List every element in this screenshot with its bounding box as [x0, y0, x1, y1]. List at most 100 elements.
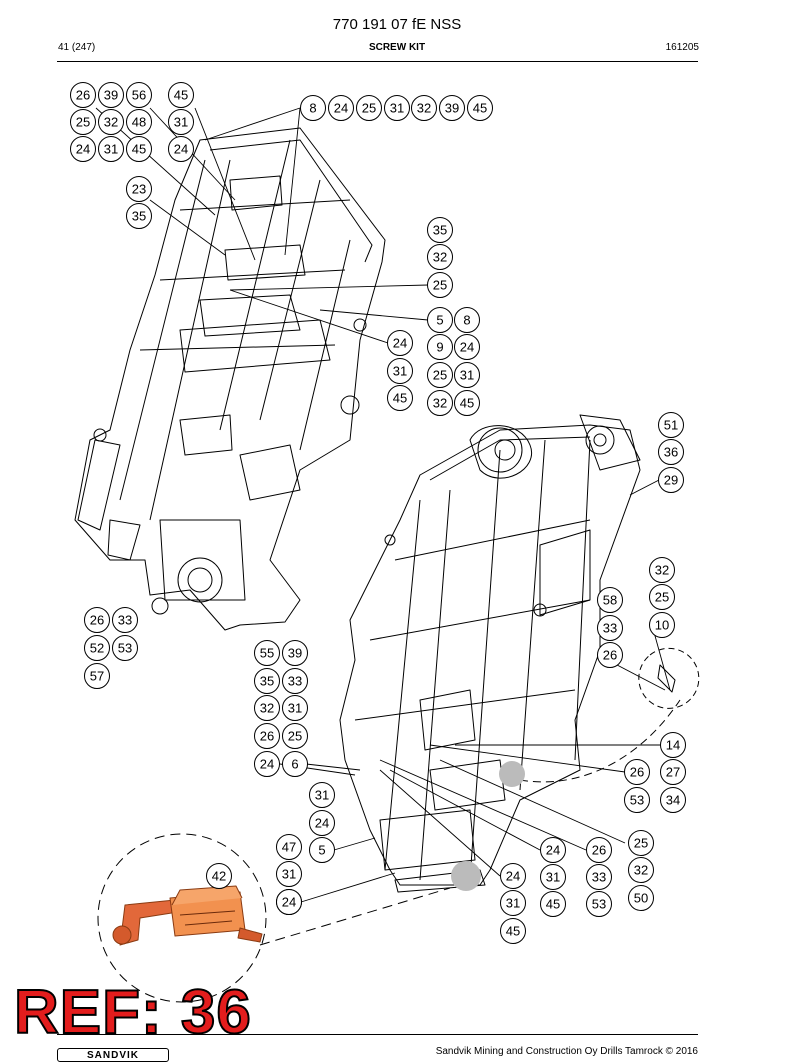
callout-circle [300, 95, 326, 121]
callout-bubble: 53 [112, 635, 138, 661]
callout-bubble: 45 [454, 390, 480, 416]
callout-bubble: 25 [649, 584, 675, 610]
callout-bubble: 31 [387, 358, 413, 384]
callout-bubble: 23 [126, 176, 152, 202]
callout-bubble: 26 [624, 759, 650, 785]
callout-bubble: 31 [276, 861, 302, 887]
callout-label: 31 [104, 142, 118, 157]
callout-label: 9 [436, 340, 443, 355]
callout-bubble: 25 [356, 95, 382, 121]
callout-bubble: 24 [70, 136, 96, 162]
callout-label: 45 [473, 101, 487, 116]
callout-circle [586, 891, 612, 917]
callout-label: 26 [630, 765, 644, 780]
callout-bubble: 57 [84, 663, 110, 689]
callout-label: 31 [460, 368, 474, 383]
callout-label: 47 [282, 840, 296, 855]
callout-label: 35 [260, 674, 274, 689]
callout-circle [586, 837, 612, 863]
callout-circle [454, 362, 480, 388]
callout-label: 32 [634, 863, 648, 878]
callout-bubble: 26 [586, 837, 612, 863]
callout-label: 39 [445, 101, 459, 116]
callout-bubble: 48 [126, 109, 152, 135]
callout-circle [98, 82, 124, 108]
callout-label: 26 [90, 613, 104, 628]
callout-bubble: 53 [624, 787, 650, 813]
callout-bubble: 24 [168, 136, 194, 162]
ref-stamp: REF: 36 [13, 978, 252, 1047]
callout-label: 24 [460, 340, 474, 355]
callout-circle [84, 607, 110, 633]
callout-circle [387, 330, 413, 356]
leader-line [439, 759, 626, 844]
callout-label: 24 [282, 895, 296, 910]
callout-bubble: 24 [276, 889, 302, 915]
callout-bubble: 33 [112, 607, 138, 633]
callout-circle [126, 203, 152, 229]
callout-label: 33 [288, 674, 302, 689]
leader-line [204, 107, 301, 141]
callout-bubble: 56 [126, 82, 152, 108]
callout-bubble: 26 [254, 723, 280, 749]
leader-line [300, 872, 396, 903]
callout-bubble: 51 [658, 412, 684, 438]
callout-circle [206, 863, 232, 889]
callout-label: 25 [288, 729, 302, 744]
callout-circle [168, 109, 194, 135]
callout-bubble: 31 [282, 695, 308, 721]
callout-circle [649, 557, 675, 583]
callout-circle [628, 885, 654, 911]
leader-line [389, 769, 541, 851]
callout-label: 34 [666, 793, 680, 808]
callout-circle [356, 95, 382, 121]
callout-label: 24 [76, 142, 90, 157]
callout-label: 26 [260, 729, 274, 744]
callout-bubble: 26 [84, 607, 110, 633]
callout-bubble: 47 [276, 834, 302, 860]
callout-label: 26 [592, 843, 606, 858]
callout-label: 45 [460, 396, 474, 411]
leader-lines [95, 107, 671, 903]
callout-circle [84, 635, 110, 661]
callout-bubble: 25 [427, 362, 453, 388]
callout-bubble: 45 [126, 136, 152, 162]
callout-label: 32 [655, 563, 669, 578]
callout-circle [70, 82, 96, 108]
callout-circle [282, 640, 308, 666]
callout-circle [309, 810, 335, 836]
callout-bubble: 24 [500, 863, 526, 889]
callout-bubble: 45 [387, 385, 413, 411]
callout-label: 27 [666, 765, 680, 780]
callout-label: 39 [104, 88, 118, 103]
callout-label: 25 [362, 101, 376, 116]
callout-bubble: 8 [454, 307, 480, 333]
callout-label: 45 [393, 391, 407, 406]
header-divider [57, 61, 698, 62]
callout-circle [586, 864, 612, 890]
callout-bubble: 8 [300, 95, 326, 121]
callout-label: 45 [546, 897, 560, 912]
callout-circle [282, 751, 308, 777]
callout-circle [500, 863, 526, 889]
callout-circle [628, 857, 654, 883]
callout-label: 25 [634, 836, 648, 851]
callout-label: 24 [174, 142, 188, 157]
callout-circle [254, 640, 280, 666]
callout-circle [276, 861, 302, 887]
leader-line [379, 769, 501, 877]
callout-circle [649, 612, 675, 638]
callout-label: 35 [132, 209, 146, 224]
callout-circle [658, 412, 684, 438]
callout-circle [540, 837, 566, 863]
document-number: 770 191 07 fE NSS [332, 16, 462, 33]
callout-label: 56 [132, 88, 146, 103]
callout-circle [427, 334, 453, 360]
callout-label: 31 [506, 896, 520, 911]
callout-circle [454, 390, 480, 416]
callout-circle [126, 109, 152, 135]
callout-circle [628, 830, 654, 856]
callout-bubble: 31 [540, 864, 566, 890]
callout-circle [282, 668, 308, 694]
